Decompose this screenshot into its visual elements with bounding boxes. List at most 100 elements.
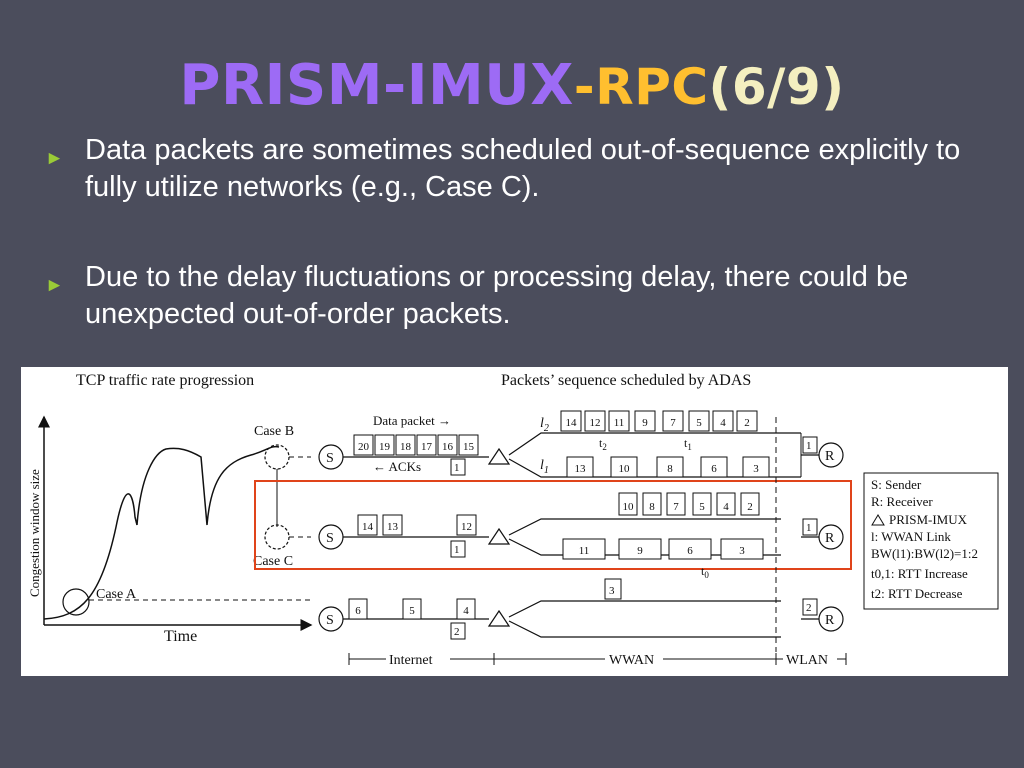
receiver-a xyxy=(818,606,844,632)
sender-b-label: S xyxy=(326,451,334,466)
packet-number: 6 xyxy=(711,463,717,475)
case-b-marker xyxy=(264,444,290,470)
congestion-curve xyxy=(43,445,280,620)
packet-box xyxy=(618,538,662,560)
scale-bg-wwan xyxy=(605,651,663,667)
y-axis-label: Congestion window size xyxy=(27,469,42,597)
receiver-b-label: R xyxy=(825,449,835,464)
t1-label: t1 xyxy=(684,436,692,452)
l1-label: l1 xyxy=(540,458,549,476)
packet-box xyxy=(566,456,594,478)
case-a-marker xyxy=(62,588,90,616)
packet-number: 11 xyxy=(579,545,590,557)
row-a-sender-packets: 6 5 4 xyxy=(348,598,476,620)
row-a-wwan-box xyxy=(604,578,622,600)
scale-bg-wlan xyxy=(783,651,837,667)
segment-internet: Internet xyxy=(389,653,433,668)
packet-number: 4 xyxy=(720,417,726,429)
legend-receiver: R: Receiver xyxy=(871,494,933,509)
legend-sender: S: Sender xyxy=(871,477,922,492)
packet-scheduling-figure: TCP traffic rate progression Packets’ se… xyxy=(21,367,1008,676)
packet-box xyxy=(416,434,437,456)
packet-box xyxy=(656,456,684,478)
legend-rtt-increase: t0,1: RTT Increase xyxy=(871,566,968,581)
row-b-ack-box xyxy=(450,458,466,476)
packet-number: 8 xyxy=(649,501,655,513)
l2-label: l2 xyxy=(540,416,549,434)
row-a-top-link xyxy=(508,600,781,618)
packet-box xyxy=(618,492,638,516)
figure-svg: TCP traffic rate progression Packets’ se… xyxy=(27,372,999,668)
packet-box xyxy=(584,410,606,432)
packet-number: 5 xyxy=(409,605,415,617)
row-a-ack-box xyxy=(450,622,466,640)
packet-number: 11 xyxy=(614,417,625,429)
case-b-label: Case B xyxy=(254,424,294,439)
segment-wwan: WWAN xyxy=(609,653,654,668)
receiver-b xyxy=(818,442,844,468)
bullet-2-text: Due to the delay fluctuations or process… xyxy=(85,261,909,330)
row-b-ack: 1 xyxy=(454,462,460,474)
legend-prism: PRISM-IMUX xyxy=(889,512,968,527)
x-axis-label: Time xyxy=(164,628,197,645)
packet-number: 7 xyxy=(673,501,679,513)
case-c-marker xyxy=(264,524,290,550)
packet-box xyxy=(634,410,656,432)
sender-c-label: S xyxy=(326,531,334,546)
packet-box xyxy=(608,410,630,432)
packet-number: 8 xyxy=(667,463,673,475)
packet-box xyxy=(736,410,758,432)
packet-box xyxy=(742,456,770,478)
acks-label: ← ACKs xyxy=(373,459,421,474)
packet-box xyxy=(688,410,710,432)
packet-number: 14 xyxy=(362,521,374,533)
packet-box xyxy=(712,410,734,432)
row-b-recv: 1 xyxy=(806,440,812,452)
packet-box xyxy=(348,598,368,620)
receiver-c-label: R xyxy=(825,531,835,546)
packet-number: 6 xyxy=(687,545,693,557)
prism-imux-c-icon xyxy=(487,527,511,545)
row-c-ack: 1 xyxy=(454,544,460,556)
packet-number: 12 xyxy=(461,521,472,533)
packet-box xyxy=(716,492,736,516)
row-a-recv: 2 xyxy=(806,602,812,614)
packet-number: 6 xyxy=(355,605,361,617)
case-c-label: Case C xyxy=(253,554,293,569)
row-c-ack-box xyxy=(450,540,466,558)
packet-box xyxy=(357,514,378,536)
row-c-recv-box xyxy=(802,518,818,536)
packet-number: 9 xyxy=(637,545,643,557)
scale-bg-internet xyxy=(386,651,450,667)
packet-number: 2 xyxy=(744,417,750,429)
t0-label: t0 xyxy=(701,564,709,580)
receiver-a-label: R xyxy=(825,613,835,628)
packet-box xyxy=(692,492,712,516)
t2-label: t2 xyxy=(599,436,607,452)
packet-number: 10 xyxy=(619,463,631,475)
packet-number: 2 xyxy=(747,501,753,513)
packet-box xyxy=(456,598,476,620)
packet-number: 13 xyxy=(575,463,587,475)
row-a-wwan-packet: 3 xyxy=(609,585,615,597)
case-c-highlight xyxy=(254,480,852,570)
packet-box xyxy=(456,514,477,536)
row-c-recv: 1 xyxy=(806,522,812,534)
slide-title: PRISM-IMUX-RPC(6/9) xyxy=(0,58,1024,114)
packet-number: 13 xyxy=(387,521,399,533)
row-a-ack: 2 xyxy=(454,626,460,638)
case-a-label: Case A xyxy=(96,587,137,602)
bullet-1: ► Data packets are sometimes scheduled o… xyxy=(45,132,965,206)
receiver-c xyxy=(818,524,844,550)
packet-number: 15 xyxy=(463,441,475,453)
packet-number: 3 xyxy=(739,545,745,557)
legend-box xyxy=(863,472,999,610)
packet-number: 14 xyxy=(566,417,578,429)
packet-number: 4 xyxy=(463,605,469,617)
right-title: Packets’ sequence scheduled by ADAS xyxy=(501,372,751,389)
left-title: TCP traffic rate progression xyxy=(76,372,254,389)
